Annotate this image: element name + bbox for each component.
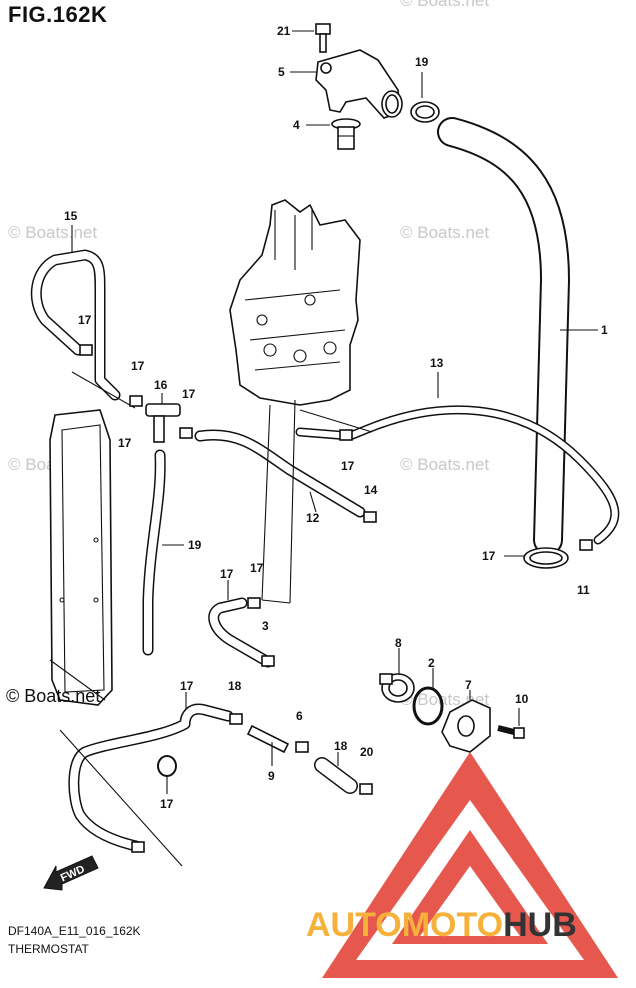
clamp-17-a xyxy=(79,344,93,356)
thermostat-cover xyxy=(290,49,403,119)
callout-2: 7 xyxy=(465,678,472,692)
callout-10: 17 xyxy=(180,679,194,693)
clamp-18-a xyxy=(295,741,309,753)
leader-lines xyxy=(261,399,373,604)
fwd-arrow: FWD xyxy=(43,855,99,891)
callout-13: 13 xyxy=(430,356,444,370)
callout-17-h: 17 xyxy=(250,561,264,575)
primary-watermark: © Boats.net xyxy=(6,686,101,706)
clamp-18-b xyxy=(359,783,373,795)
callout-15: 15 xyxy=(64,209,78,223)
clamp-17-f xyxy=(579,539,593,551)
callout-17-c: 17 xyxy=(182,387,196,401)
callout-5: 5 xyxy=(278,65,285,79)
clamp-17-j xyxy=(131,841,145,853)
callout-17-i: 3 xyxy=(262,619,269,633)
callout-18-a: 6 xyxy=(296,709,303,723)
faint-watermark-7: © Boats.net xyxy=(400,0,489,10)
fwd-label: FWD xyxy=(59,863,87,884)
figure-caption: THERMOSTAT xyxy=(8,942,89,956)
engine-block xyxy=(229,199,361,406)
hose-14 xyxy=(142,449,184,656)
clamp-19-bottom xyxy=(504,547,569,569)
callout-19-bottom: 17 xyxy=(482,549,496,563)
callout-20: 17 xyxy=(160,797,174,811)
logo-part-hub: HUB xyxy=(503,906,577,944)
callout-19-top: 19 xyxy=(415,55,429,69)
figure-title: FIG.162K xyxy=(8,2,108,27)
callout-7: 10 xyxy=(515,692,529,706)
callout-numbers: 21 5 19 4 1 15 17 17 16 17 13 17 17 12 1… xyxy=(64,24,608,811)
hose-11 xyxy=(208,580,274,668)
water-jacket-plate xyxy=(49,371,136,706)
small-clamps xyxy=(79,344,593,853)
housing-2 xyxy=(441,690,491,753)
clamp-17-b xyxy=(129,395,143,407)
automotohub-logo: AUTOMOTOHUB xyxy=(306,752,618,978)
clamp-19-top xyxy=(410,72,440,123)
callout-17-e: 17 xyxy=(341,459,355,473)
faint-watermark-4: © Boats.net xyxy=(400,455,489,474)
faint-watermark-2: © Boats.net xyxy=(400,223,489,242)
callout-17-g: 11 xyxy=(577,583,590,597)
bolt-21 xyxy=(292,23,331,53)
logo-part-moto: MOTO xyxy=(402,906,503,944)
callout-14: 19 xyxy=(188,538,202,552)
callout-17-d: 17 xyxy=(118,436,132,450)
clamp-17-e xyxy=(363,511,377,523)
thermostat-3 xyxy=(379,648,415,703)
bolt-7 xyxy=(497,708,525,739)
callout-12: 12 xyxy=(306,511,320,525)
hose-12 xyxy=(194,429,366,518)
clip-20 xyxy=(157,755,177,794)
callout-16: 16 xyxy=(154,378,168,392)
clamp-17-g xyxy=(247,597,261,609)
hose-10 xyxy=(59,692,234,867)
joint-16 xyxy=(145,393,181,443)
callout-6: 9 xyxy=(268,769,275,783)
callout-21: 21 xyxy=(277,24,291,38)
hose-15 xyxy=(30,225,121,401)
thermostat-4 xyxy=(306,118,361,150)
callout-8: 2 xyxy=(428,656,435,670)
callout-18-b: 20 xyxy=(360,745,374,759)
callout-4: 4 xyxy=(293,118,300,132)
joint-6 xyxy=(246,724,290,766)
callout-3: 8 xyxy=(395,636,402,650)
clamp-17-h xyxy=(261,655,275,667)
callout-17-b: 17 xyxy=(131,359,145,373)
callout-17-f: 14 xyxy=(364,483,378,497)
faint-watermark-1: © Boats.net xyxy=(8,223,97,242)
hose-9 xyxy=(314,752,358,794)
clamp-17-c xyxy=(179,427,193,439)
hose-main xyxy=(437,117,598,555)
logo-auto: AUTOMOTOHUB xyxy=(306,906,577,944)
callout-17-a: 17 xyxy=(78,313,92,327)
callout-17-j: 18 xyxy=(228,679,242,693)
logo-part-auto: AUTO xyxy=(306,906,402,944)
clamp-17-i xyxy=(229,713,243,725)
oring-8 xyxy=(412,668,444,726)
hose-13 xyxy=(295,372,620,545)
model-code: DF140A_E11_016_162K xyxy=(8,924,141,938)
clamp-17-d xyxy=(339,429,353,441)
callout-9: 18 xyxy=(334,739,348,753)
callout-1: 1 xyxy=(601,323,608,337)
callout-11: 17 xyxy=(220,567,234,581)
